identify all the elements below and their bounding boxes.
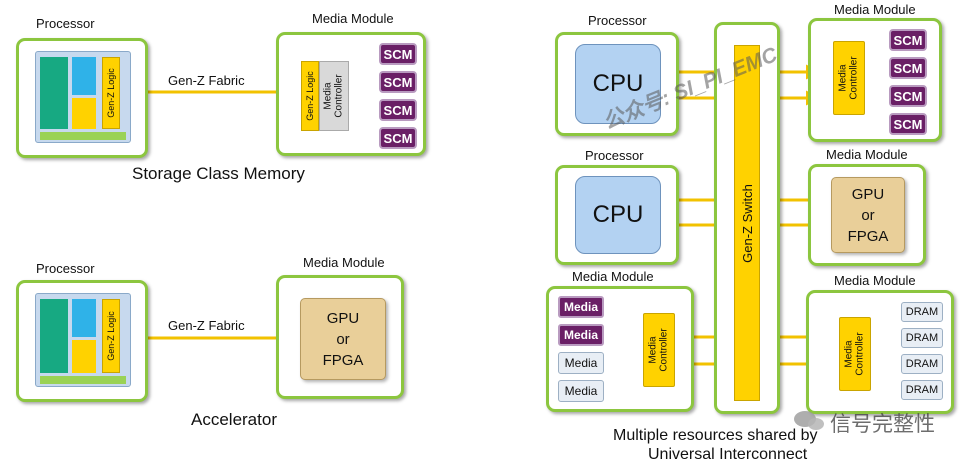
storage-media-module-label: Media Module [312,11,394,26]
io-block [72,98,96,129]
accelerator-caption: Accelerator [191,410,277,429]
accelerator-processor-label: Processor [36,261,95,276]
accelerator-media-module: GPU or FPGA [276,275,404,399]
media-chip: Media [558,380,604,402]
mid-processor-module: CPU [555,165,679,265]
storage-processor-module: Gen-Z Logic [16,38,148,158]
bus-block [40,132,126,140]
left-media-module-label: Media Module [572,269,654,284]
media-chip: Media [558,352,604,374]
processor-die: Gen-Z Logic [35,51,131,143]
dram-chip: DRAM [901,380,943,400]
wechat-icon-bubble [808,418,824,430]
dram-media-module: Media Controller DRAM DRAM DRAM DRAM [806,290,954,414]
storage-media-controller: Media Controller [319,61,349,131]
gen-z-switch-module: Gen-Z Switch [714,22,780,414]
storage-caption: Storage Class Memory [132,164,305,183]
top-media-controller: Media Controller [833,41,865,115]
interconnect-caption-line1: Multiple resources shared by [613,427,818,444]
top-processor-label: Processor [588,13,647,28]
corner-watermark: 信号完整性 [830,413,935,436]
mid-processor-label: Processor [585,148,644,163]
gpu-media-module: GPU or FPGA [808,164,926,266]
scm-chip: SCM [889,29,927,51]
top-media-module-label: Media Module [834,2,916,17]
dram-media-module-label: Media Module [834,273,916,288]
dram-chip: DRAM [901,302,943,322]
scm-chip: SCM [379,43,417,65]
dram-media-controller: Media Controller [839,317,871,391]
core-block [40,299,68,373]
gen-z-logic-block: Gen-Z Logic [102,299,120,373]
storage-media-module: Gen-Z Logic Media Controller SCM SCM SCM… [276,32,426,156]
io-block [72,340,96,373]
bus-block [40,376,126,384]
scm-chip: SCM [889,57,927,79]
cache-block [72,57,96,95]
accelerator-media-module-label: Media Module [303,255,385,270]
gpu-fpga-block: GPU or FPGA [300,298,386,380]
gpu-media-module-label: Media Module [826,147,908,162]
mid-cpu: CPU [575,176,661,254]
gen-z-switch: Gen-Z Switch [734,45,760,401]
gpu-fpga-block: GPU or FPGA [831,177,905,253]
top-processor-module: CPU [555,32,679,136]
scm-chip: SCM [379,127,417,149]
scm-chip: SCM [379,99,417,121]
scm-chip: SCM [889,113,927,135]
core-block [40,57,68,129]
storage-processor-label: Processor [36,16,95,31]
accelerator-fabric-label: Gen-Z Fabric [168,318,245,333]
cache-block [72,299,96,337]
gen-z-logic-block: Gen-Z Logic [102,57,120,129]
accelerator-processor-module: Gen-Z Logic [16,280,148,402]
controller-gen-z-logic: Gen-Z Logic [301,61,319,131]
storage-fabric-label: Gen-Z Fabric [168,73,245,88]
media-chip: Media [558,324,604,346]
scm-chip: SCM [379,71,417,93]
left-media-module: Media Media Media Media Media Controller [546,286,694,412]
media-chip: Media [558,296,604,318]
top-media-module: Media Controller SCM SCM SCM SCM [808,18,942,142]
processor-die: Gen-Z Logic [35,293,131,387]
scm-chip: SCM [889,85,927,107]
top-cpu: CPU [575,44,661,124]
interconnect-caption-line2: Universal Interconnect [648,446,808,463]
left-media-controller: Media Controller [643,313,675,387]
dram-chip: DRAM [901,328,943,348]
dram-chip: DRAM [901,354,943,374]
